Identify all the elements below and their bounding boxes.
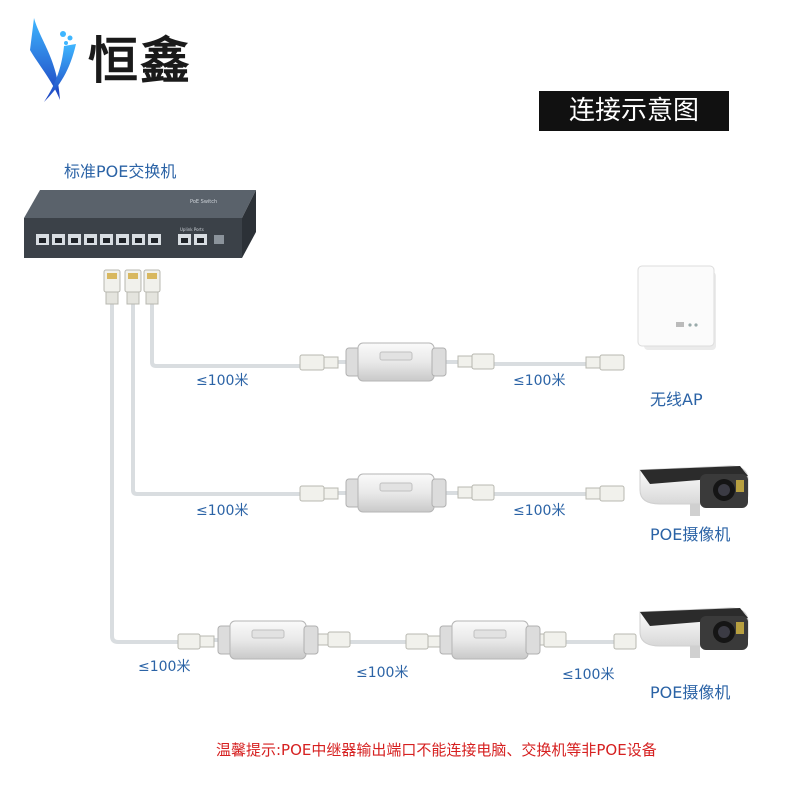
rj45-plug [299,485,325,502]
poe-repeater-row2 [345,473,447,513]
warning-note: 温馨提示:POE中继器输出端口不能连接电脑、交换机等非POE设备 [216,741,657,759]
rj45-plug-left [103,269,121,305]
device-label-camera-2: POE摄像机 [650,683,731,702]
poe-camera-device-1 [639,465,749,516]
cable-row3-a [110,303,182,644]
poe-repeaters [217,342,541,660]
rj45-plug [599,354,625,371]
distance-label-row2-right: ≤100米 [513,503,566,519]
wireless-ap-device [637,265,716,350]
cable-row1-a [150,303,304,368]
poe-repeater-row3-b [439,620,541,660]
rj45-plug [585,487,601,500]
rj45-plug [471,353,495,370]
rj45-plug [327,631,351,648]
rj45-plug [585,356,601,369]
cable-row2-a [131,303,304,496]
rj45-plug [199,635,215,648]
rj45-plug [613,633,637,650]
rj45-plug [471,484,495,501]
rj45-plug [299,354,325,371]
switch-plugs [103,269,161,305]
switch-label: 标准POE交换机 [64,162,177,181]
distance-label-row3-mid: ≤100米 [356,665,409,681]
logo-text: 恒鑫 [88,32,192,90]
rj45-plug [457,486,473,499]
poe-switch [24,190,256,258]
distance-label-row3-left: ≤100米 [138,659,191,675]
distance-label-row2-left: ≤100米 [196,503,249,519]
distance-label-row3-right: ≤100米 [562,667,615,683]
switch-sfp-port [214,235,224,244]
poe-camera-device-2 [639,607,749,658]
page-title: 连接示意图 [539,91,729,131]
rj45-plug-middle [124,269,142,305]
logo-icon [30,18,76,102]
device-label-camera-1: POE摄像机 [650,525,731,544]
rj45-plug [177,633,201,650]
device-label-ap: 无线AP [650,390,703,409]
switch-brand-label: PoE Switch [190,199,218,205]
poe-repeater-row1 [345,342,447,382]
rj45-plug [543,631,567,648]
poe-repeater-row3-a [217,620,319,660]
switch-uplink-label: Uplink Ports [180,227,204,232]
rj45-plug [323,356,339,369]
distance-label-row1-left: ≤100米 [196,373,249,389]
rj45-plug [405,633,429,650]
rj45-plug [599,485,625,502]
rj45-plug-right [143,269,161,305]
rj45-plug [323,487,339,500]
distance-label-row1-right: ≤100米 [513,373,566,389]
rj45-plug [457,355,473,368]
